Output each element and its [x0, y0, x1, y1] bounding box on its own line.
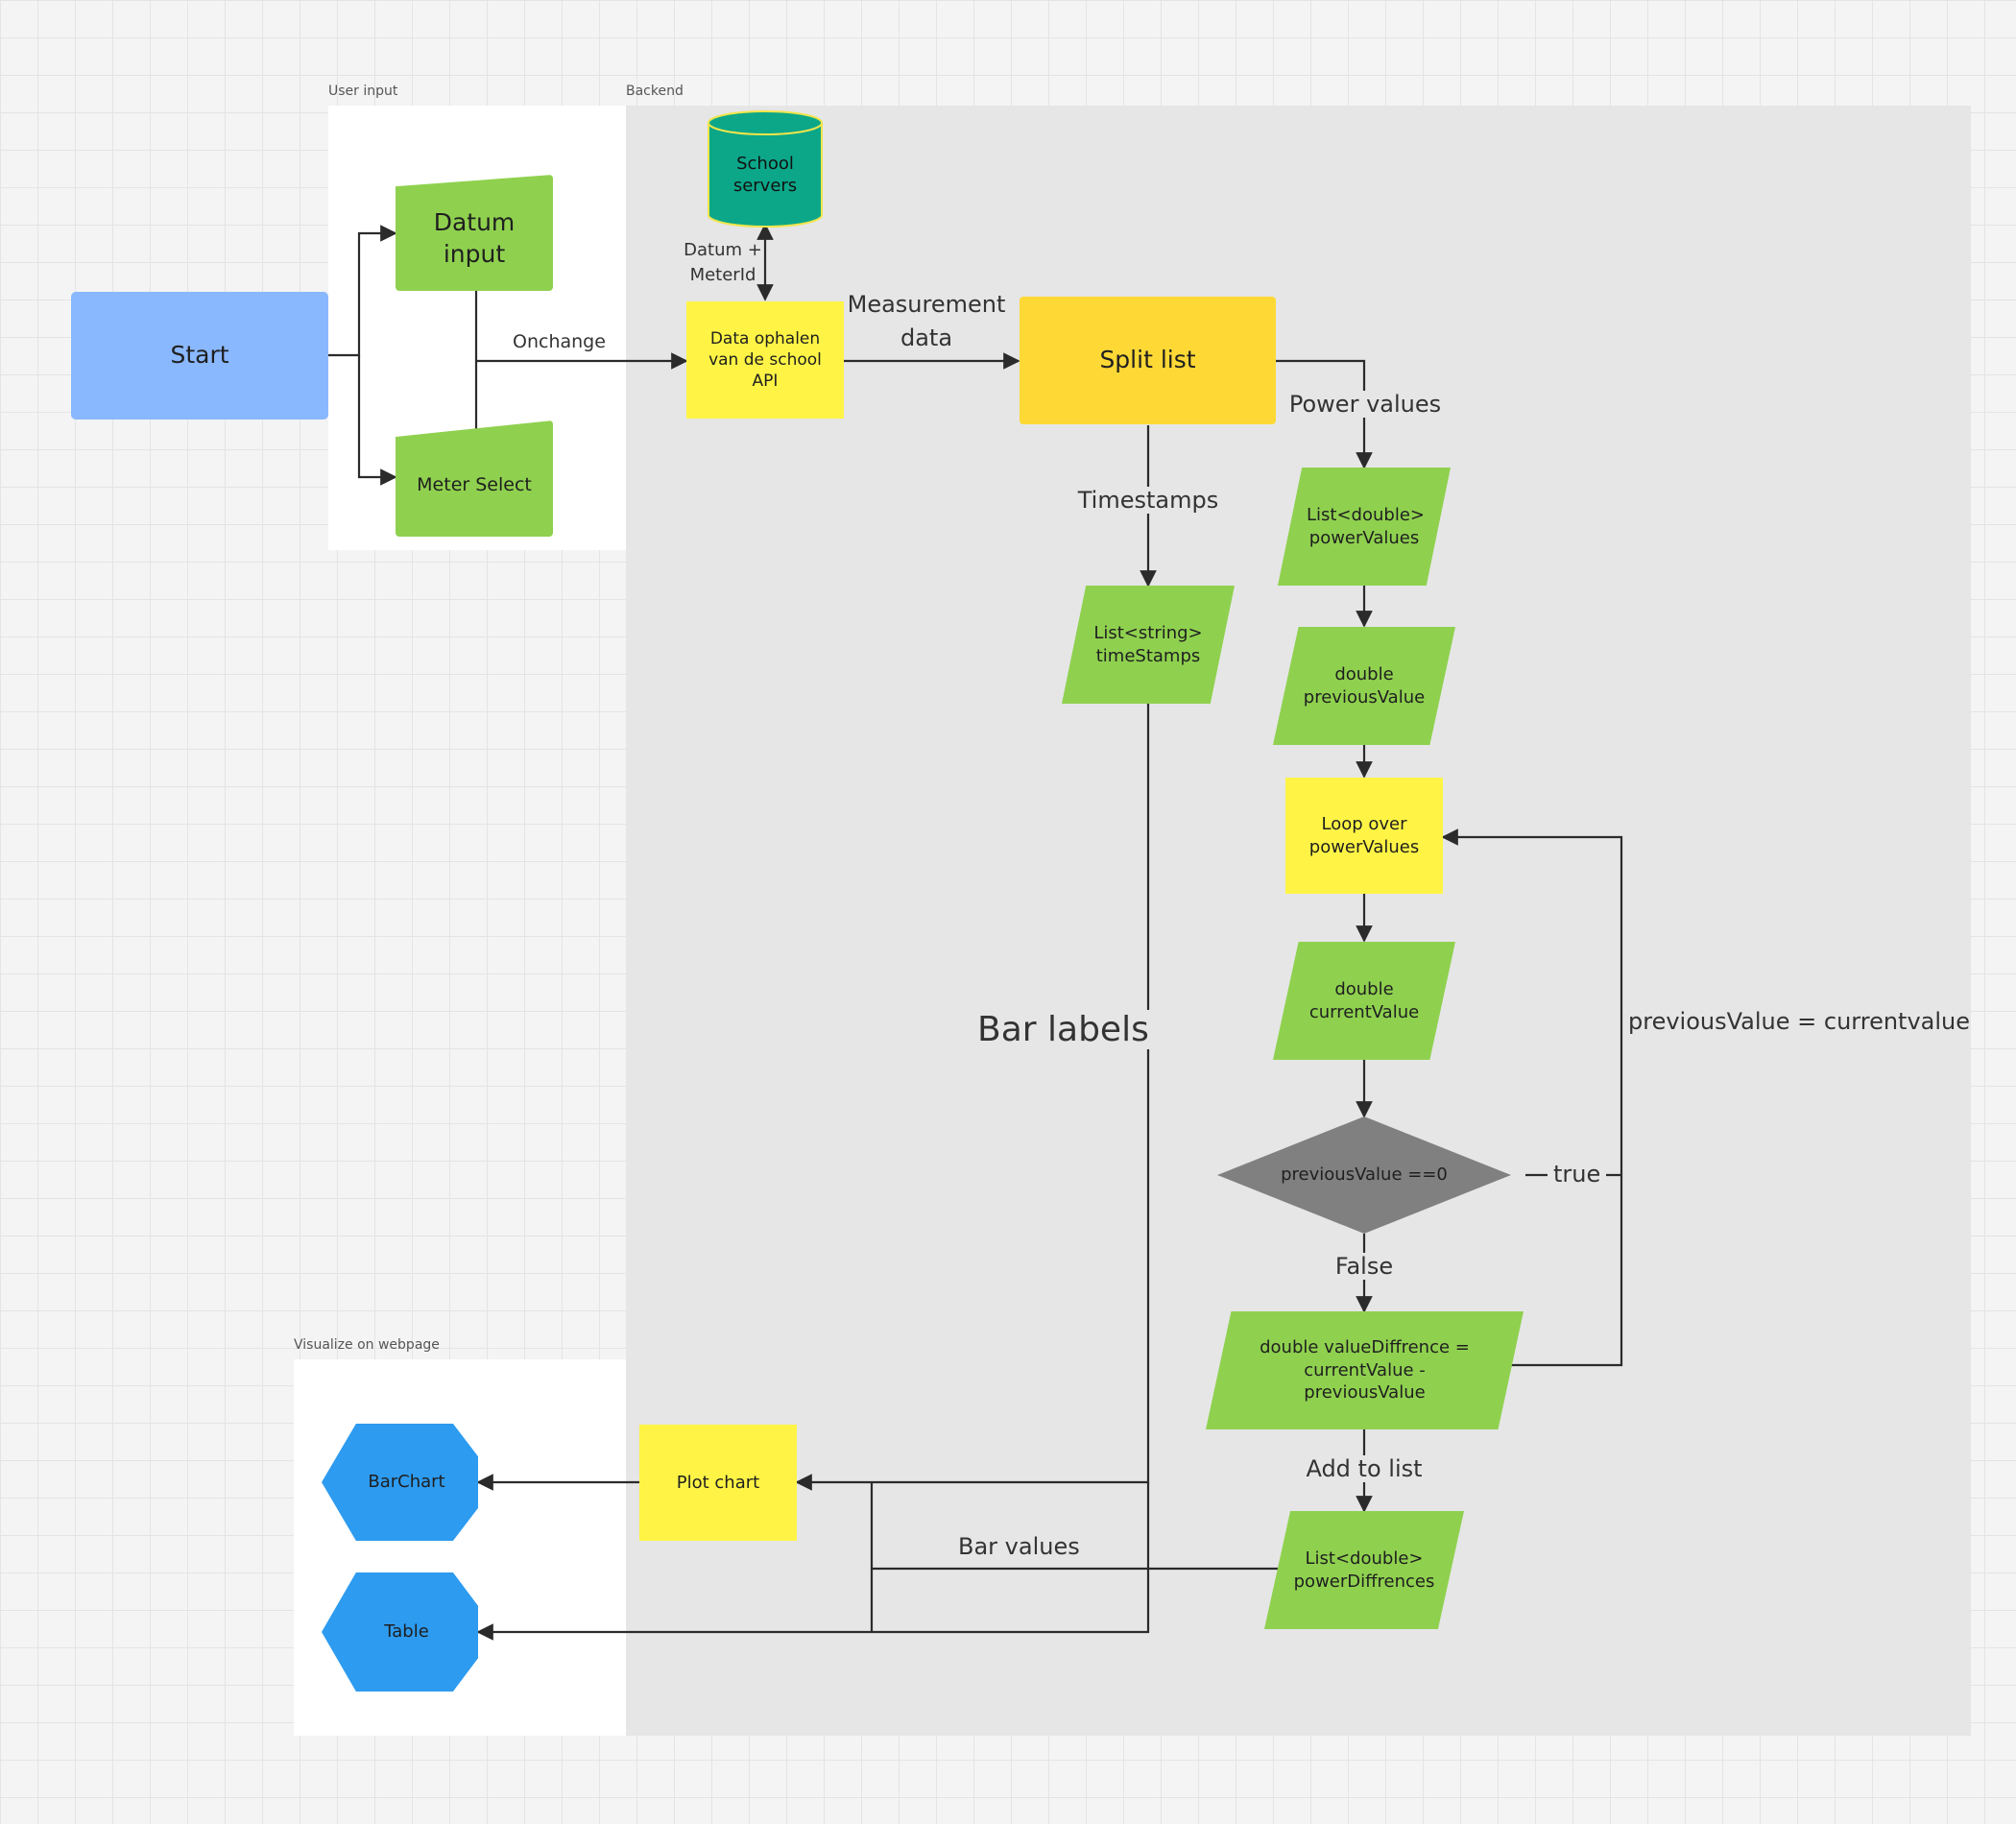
power-values-list-label: List<double> powerValues	[1307, 505, 1425, 548]
barchart-label: BarChart	[368, 1472, 445, 1493]
split-list-node[interactable]: Split list	[1020, 297, 1276, 424]
false-label: False	[1329, 1253, 1400, 1280]
power-diffrences-node[interactable]: List<double> powerDiffrences	[1264, 1511, 1464, 1629]
power-values-list-node[interactable]: List<double> powerValues	[1278, 468, 1451, 586]
value-diffrence-label: double valueDiffrence = currentValue - p…	[1260, 1337, 1470, 1404]
backend-frame-title: Backend	[626, 84, 684, 99]
bar-values-label: Bar values	[958, 1533, 1080, 1560]
assign-label: previousValue = currentvalue	[1624, 1008, 1971, 1035]
timestamps-label: Timestamps	[1075, 487, 1221, 514]
split-list-label: Split list	[1099, 346, 1196, 374]
school-servers-label: School servers	[732, 153, 798, 196]
user-input-frame-title: User input	[328, 84, 398, 99]
datum-input-label: Datum input	[433, 208, 516, 268]
data-ophalen-node[interactable]: Data ophalen van de school API	[686, 301, 844, 419]
table-label: Table	[384, 1621, 429, 1643]
decision-label: previousValue ==0	[1281, 1164, 1448, 1186]
current-value-label: double currentValue	[1308, 979, 1420, 1022]
visualize-frame-title: Visualize on webpage	[294, 1337, 440, 1353]
onchange-label: Onchange	[509, 331, 610, 352]
table-node[interactable]: Table	[322, 1572, 478, 1692]
school-servers-node[interactable]: School servers	[707, 109, 824, 228]
meter-select-node[interactable]: Meter Select	[396, 420, 553, 537]
barchart-node[interactable]: BarChart	[322, 1424, 478, 1541]
datum-input-node[interactable]: Datum input	[396, 175, 553, 291]
current-value-node[interactable]: double currentValue	[1273, 942, 1455, 1060]
timestamps-list-node[interactable]: List<string> timeStamps	[1062, 586, 1235, 704]
database-icon	[708, 110, 823, 228]
plot-chart-node[interactable]: Plot chart	[639, 1425, 797, 1541]
power-diffrences-label: List<double> powerDiffrences	[1293, 1548, 1435, 1592]
datum-meterid-label: Datum + MeterId	[684, 240, 762, 286]
value-diffrence-node[interactable]: double valueDiffrence = currentValue - p…	[1206, 1311, 1524, 1429]
bar-labels-label: Bar labels	[977, 1010, 1153, 1049]
timestamps-list-label: List<string> timeStamps	[1093, 623, 1203, 666]
plot-chart-label: Plot chart	[676, 1472, 760, 1493]
meter-select-label: Meter Select	[417, 474, 532, 496]
start-label: Start	[170, 341, 229, 370]
loop-node[interactable]: Loop over powerValues	[1285, 778, 1443, 894]
previous-value-node[interactable]: double previousValue	[1273, 627, 1455, 745]
data-ophalen-label: Data ophalen van de school API	[708, 328, 822, 392]
power-values-label: Power values	[1286, 391, 1444, 418]
measurement-data-label: Measurement data	[847, 291, 1006, 351]
loop-label: Loop over powerValues	[1308, 814, 1420, 857]
add-to-list-label: Add to list	[1302, 1455, 1427, 1482]
true-label: true	[1548, 1161, 1607, 1188]
start-node[interactable]: Start	[71, 292, 328, 420]
backend-frame	[626, 106, 1971, 1736]
previous-value-label: double previousValue	[1303, 664, 1426, 708]
